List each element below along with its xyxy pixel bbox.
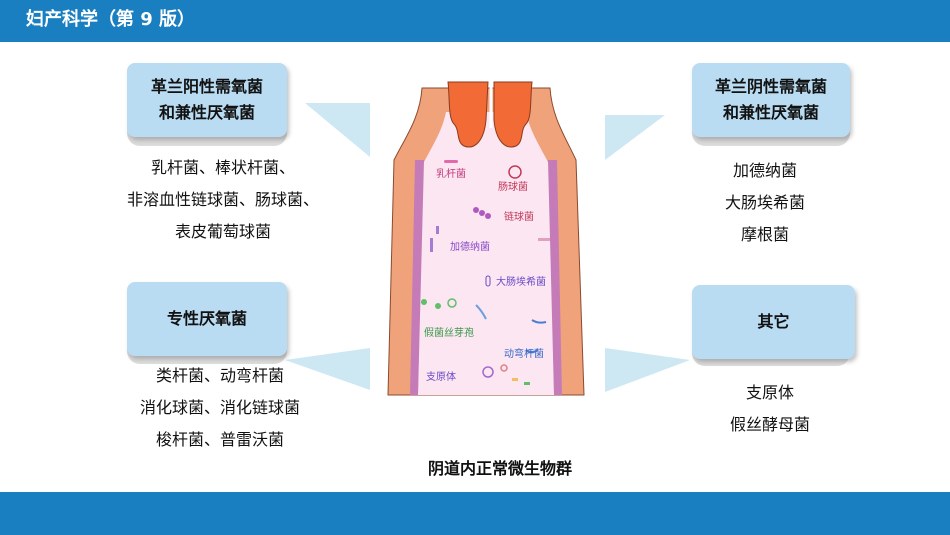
diagram-caption: 阴道内正常微生物群 — [427, 459, 572, 478]
card-gram-negative-line-2: 和兼性厌氧菌 — [722, 103, 819, 122]
epithelium-right — [548, 160, 562, 395]
card-gram-positive-line-2: 和兼性厌氧菌 — [158, 103, 255, 122]
list-others-item-2: 假丝酵母菌 — [729, 415, 810, 434]
label-candida: 假菌丝芽孢 — [424, 326, 474, 339]
label-mycoplasma: 支原体 — [426, 371, 456, 383]
card-obligate-anaerobes: 专性厌氧菌 — [127, 282, 287, 356]
card-gram-negative: 革兰阴性需氧菌 和兼性厌氧菌 — [692, 63, 850, 137]
list-obligate-anaerobes-item-3: 梭杆菌、普雷沃菌 — [155, 430, 284, 449]
epithelium-left — [410, 160, 424, 395]
cervix-left — [447, 81, 489, 148]
list-gram-positive-item-2: 非溶血性链球菌、肠球菌、 — [126, 190, 319, 209]
list-others-item-1: 支原体 — [745, 383, 794, 402]
list-obligate-anaerobes-item-1: 类杆菌、动弯杆菌 — [155, 366, 284, 385]
list-obligate-anaerobes: 类杆菌、动弯杆菌 消化球菌、消化链球菌 梭杆菌、普雷沃菌 — [110, 360, 330, 456]
header-bar: 妇产科学（第 9 版） — [0, 0, 950, 42]
label-gardnerella: 加德纳菌 — [450, 240, 490, 253]
list-gram-positive: 乳杆菌、棒状杆菌、 非溶血性链球菌、肠球菌、 表皮葡萄球菌 — [100, 152, 346, 248]
label-streptococcus: 链球菌 — [504, 210, 534, 223]
card-obligate-anaerobes-line-1: 专性厌氧菌 — [166, 309, 247, 328]
footer-bar — [0, 492, 950, 535]
connector-bottom-left — [285, 348, 370, 390]
connector-top-left — [305, 103, 370, 157]
list-others: 支原体 假丝酵母菌 — [690, 377, 850, 441]
card-gram-negative-line-1: 革兰阴性需氧菌 — [714, 77, 827, 96]
cervix-right — [493, 81, 533, 148]
list-gram-negative-item-3: 摩根菌 — [740, 225, 789, 244]
list-gram-positive-item-3: 表皮葡萄球菌 — [174, 222, 271, 241]
card-gram-positive-line-1: 革兰阳性需氧菌 — [150, 77, 263, 96]
card-others-line-1: 其它 — [757, 312, 790, 331]
label-enterococcus: 肠球菌 — [498, 180, 528, 193]
vaginal-lumen — [418, 112, 554, 395]
list-obligate-anaerobes-item-2: 消化球菌、消化链球菌 — [139, 398, 300, 417]
connector-top-right — [605, 115, 665, 160]
label-e-coli: 大肠埃希菌 — [496, 275, 546, 288]
page-title: 妇产科学（第 9 版） — [26, 9, 196, 30]
list-gram-positive-item-1: 乳杆菌、棒状杆菌、 — [150, 158, 295, 177]
card-gram-positive: 革兰阳性需氧菌 和兼性厌氧菌 — [127, 63, 287, 137]
list-gram-negative-item-1: 加德纳菌 — [732, 161, 797, 180]
card-others: 其它 — [692, 285, 855, 359]
list-gram-negative-item-2: 大肠埃希菌 — [724, 193, 805, 212]
label-lactobacillus: 乳杆菌 — [436, 167, 466, 180]
label-mobiluncus: 动弯杆菌 — [504, 347, 544, 360]
list-gram-negative: 加德纳菌 大肠埃希菌 摩根菌 — [690, 155, 840, 251]
connector-bottom-right — [605, 348, 690, 392]
